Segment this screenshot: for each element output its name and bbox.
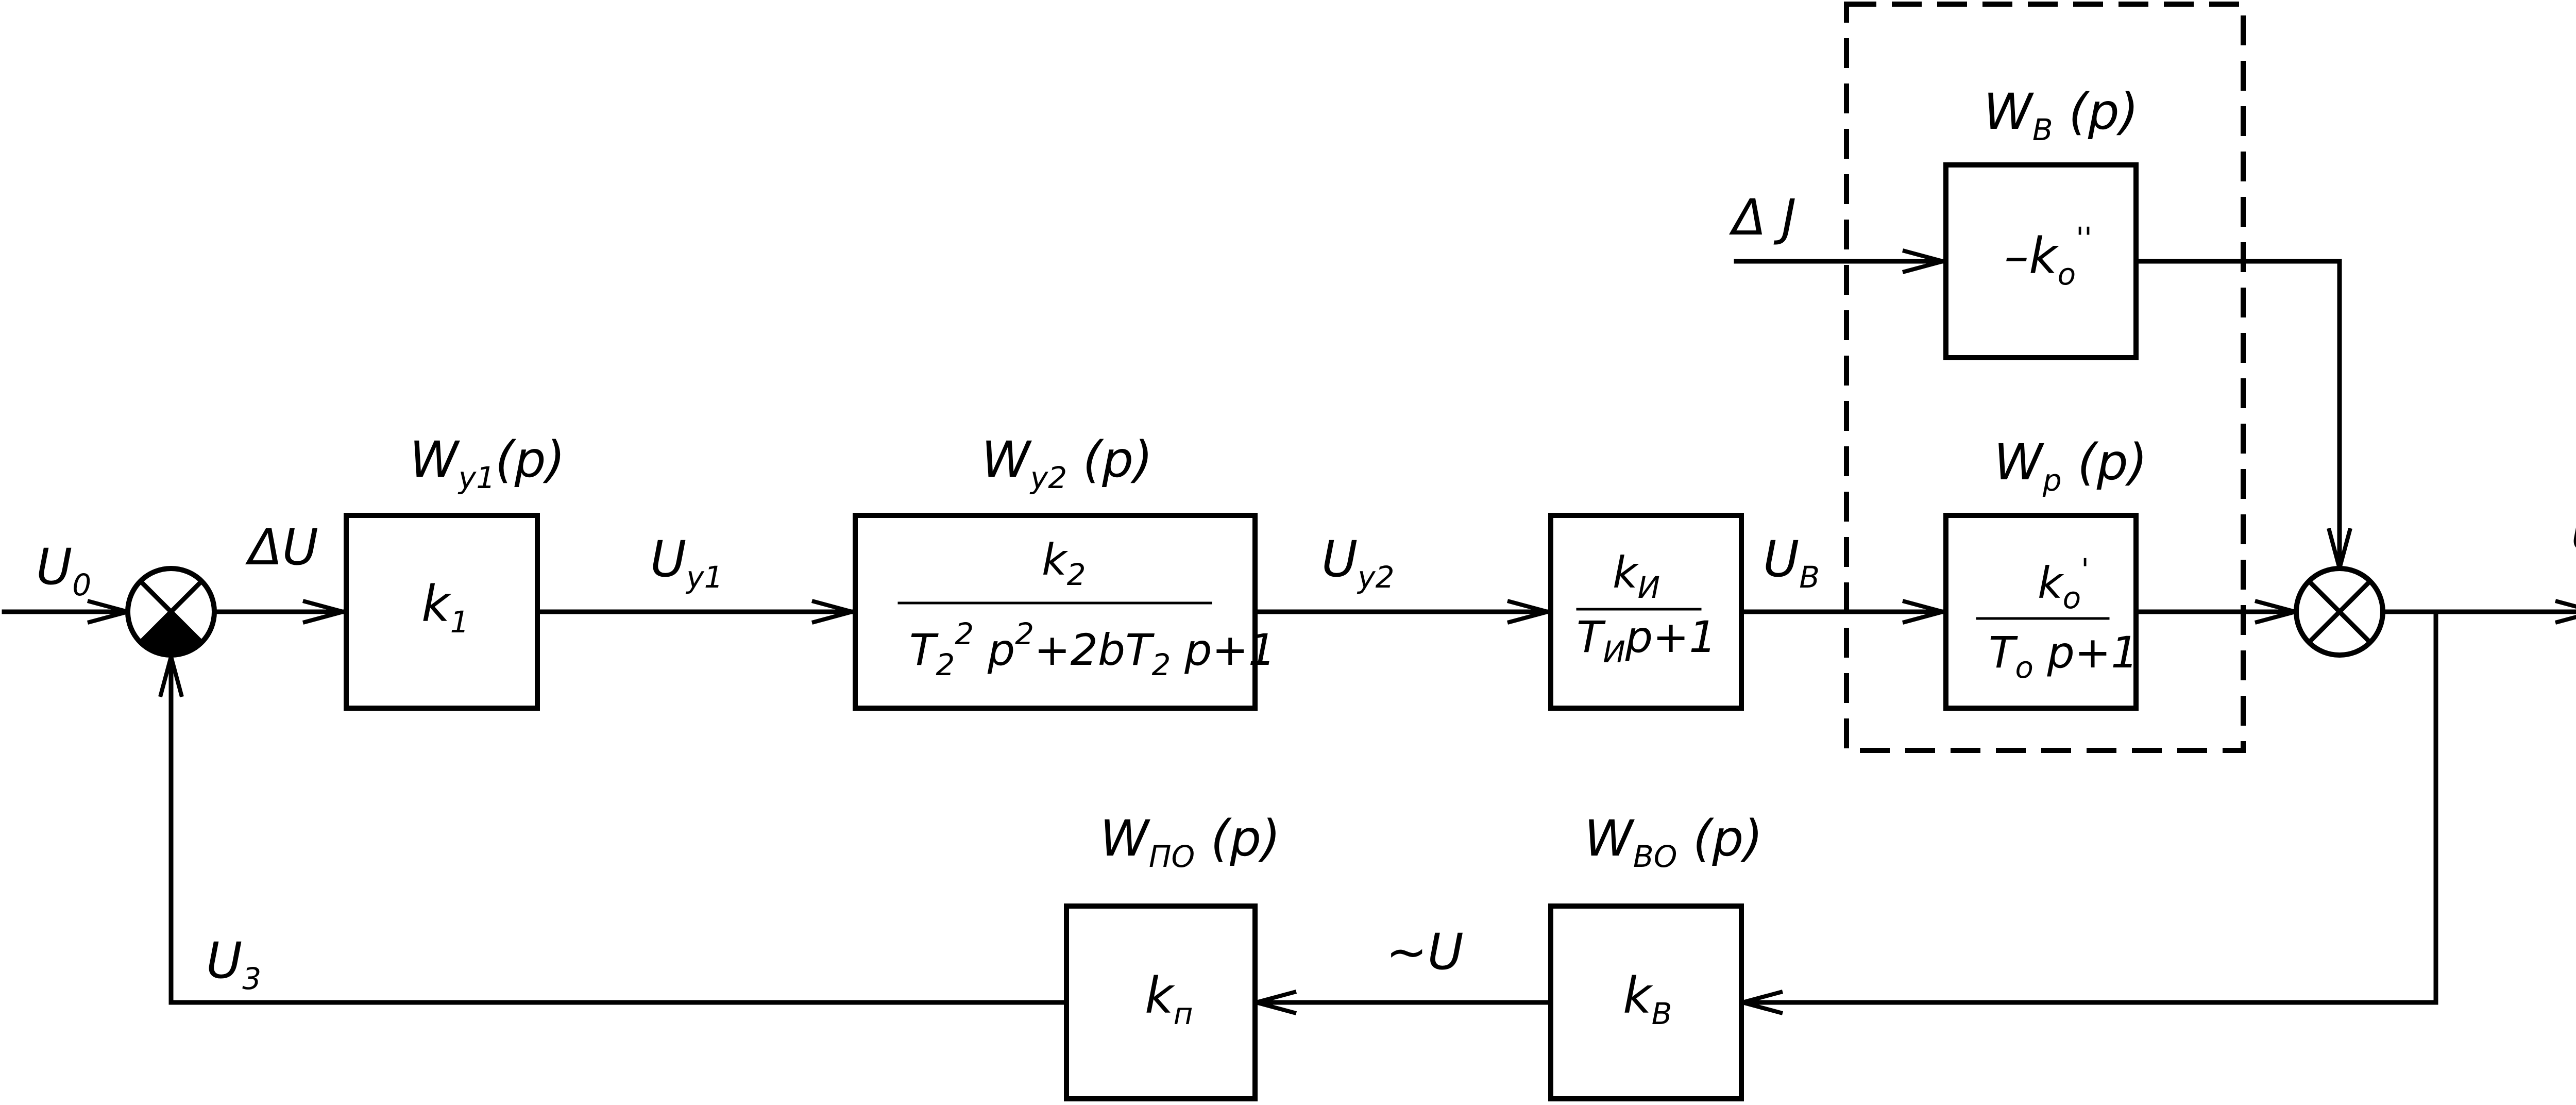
numerator-wy2: k2 [1042, 534, 1086, 592]
title-wy2: Wy2 (p) [981, 431, 1153, 495]
label-delta-u: ΔU [245, 518, 318, 576]
title-wbo: WBO (p) [1584, 810, 1763, 874]
label-uz: U3 [206, 932, 261, 996]
label-ub: UB [1763, 530, 1820, 595]
summing-junction-2 [2294, 566, 2385, 658]
block-wp [1943, 513, 2139, 711]
disturbance-arrowhead [1902, 248, 1951, 274]
block-wb [1943, 162, 2139, 360]
content-wb: –ko'' [2004, 221, 2092, 292]
numerator-wp: ko' [2038, 552, 2089, 615]
block-wi [1548, 513, 1744, 711]
label-delta-j: Δ J [1728, 189, 1797, 246]
label-u-output: U [2571, 505, 2576, 562]
content-wbo: kB [1623, 967, 1672, 1031]
label-tilde-u: ~U [1386, 923, 1464, 981]
numerator-wi: kИ [1613, 547, 1660, 605]
title-wy1: Wy1(p) [410, 431, 565, 495]
block-wbo [1548, 903, 1744, 1101]
label-u0: U0 [36, 538, 91, 602]
summing-junction-1 [125, 566, 217, 658]
arrowhead-wi [1506, 599, 1556, 625]
arrowhead-wy1 [302, 599, 351, 625]
arrowhead-wy2 [811, 599, 860, 625]
denominator-wy2: T22 p2+2bT2 p+1 [909, 616, 1276, 682]
arrowhead-wp [1902, 599, 1951, 625]
feedback-line-right [1739, 609, 2438, 1005]
denominator-wp: To p+1 [1989, 627, 2139, 685]
feedback-line-left [168, 653, 1069, 1005]
output-arrowhead [2554, 599, 2576, 625]
label-uy1: Uy1 [650, 530, 723, 595]
denominator-wi: TИp+1 [1577, 612, 1717, 669]
title-wp: Wp (p) [1994, 433, 2147, 498]
title-wb: WB (p) [1984, 83, 2139, 147]
title-wpo: WПО (p) [1100, 810, 1281, 874]
block-wy1 [344, 513, 540, 711]
dashed-group-box [1844, 2, 2246, 753]
block-wy2 [853, 513, 1258, 711]
content-wy1: k1 [421, 575, 469, 640]
line-wb-to-sum2 [2133, 259, 2342, 572]
block-wpo [1064, 903, 1258, 1101]
content-wpo: kп [1145, 967, 1193, 1031]
label-uy2: Uy2 [1321, 530, 1395, 595]
